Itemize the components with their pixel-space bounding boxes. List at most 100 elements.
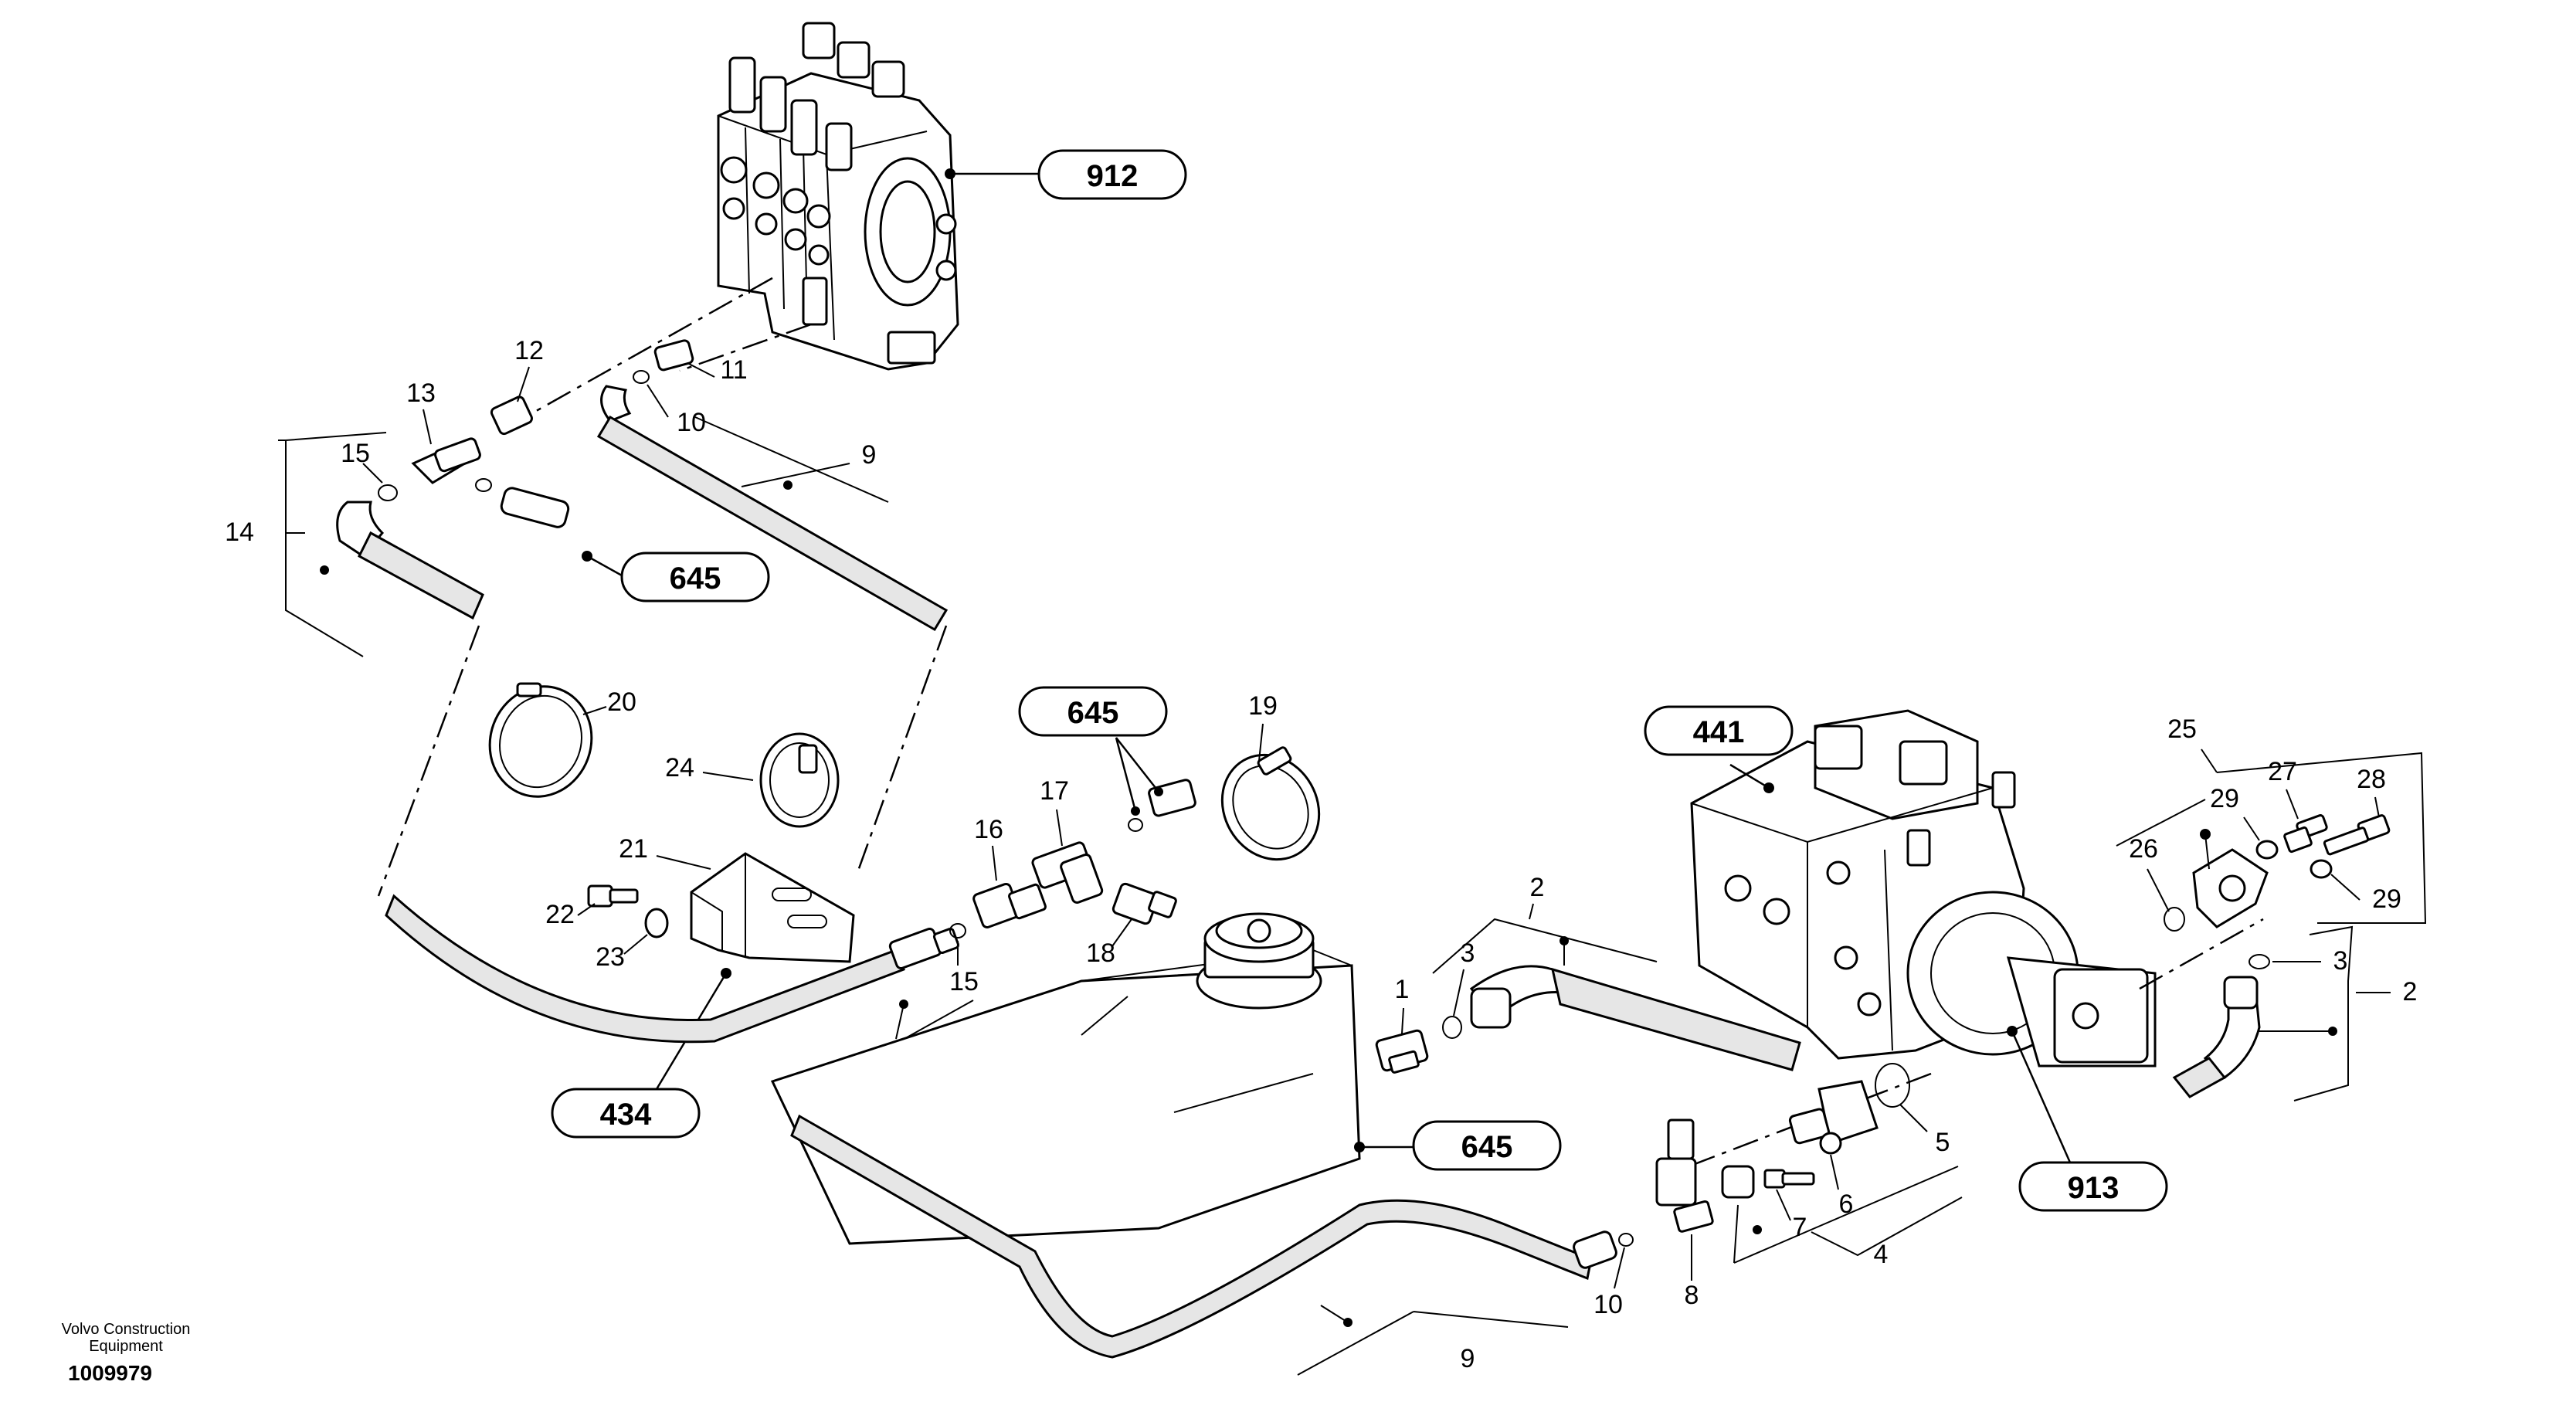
item-label-25: 25 bbox=[2167, 714, 2197, 744]
bracket-21 bbox=[690, 852, 855, 963]
ref-label-645-top: 645 bbox=[670, 562, 721, 596]
fitting-1 bbox=[1375, 1029, 1429, 1074]
leader-dot bbox=[1131, 806, 1140, 816]
leader-dot bbox=[2328, 1027, 2337, 1036]
ref-label-645-bottom: 645 bbox=[1461, 1130, 1513, 1164]
hose-9-top bbox=[596, 339, 949, 632]
item-label-10: 10 bbox=[677, 408, 706, 437]
brand-caption: Volvo Construction Equipment bbox=[29, 1321, 222, 1355]
leader bbox=[623, 934, 648, 955]
leader-dot bbox=[1763, 782, 1774, 793]
bracket-25 bbox=[2116, 752, 2427, 924]
leader bbox=[2147, 868, 2170, 912]
item-label-1: 1 bbox=[1395, 975, 1410, 1004]
clamp-24 bbox=[759, 732, 840, 828]
bolt-28 bbox=[2323, 814, 2391, 856]
bracket-4 bbox=[1733, 1166, 1963, 1264]
hose-14-lower bbox=[385, 894, 905, 1044]
ref-oval-441 bbox=[1644, 705, 1794, 756]
item-label-24: 24 bbox=[665, 753, 694, 782]
ref-label-441: 441 bbox=[1693, 715, 1745, 749]
leader bbox=[647, 384, 669, 418]
item-label-10b: 10 bbox=[1593, 1290, 1623, 1319]
item-label-8: 8 bbox=[1685, 1281, 1699, 1310]
hose-2-right bbox=[2172, 976, 2261, 1098]
bolt-27 bbox=[2283, 814, 2328, 854]
item-label-26: 26 bbox=[2129, 834, 2158, 864]
leader-dot bbox=[2007, 1026, 2018, 1037]
ref-oval-645-top bbox=[620, 552, 770, 602]
leader bbox=[2330, 874, 2360, 901]
clamp-20 bbox=[488, 682, 593, 798]
leader bbox=[423, 409, 432, 445]
bracket-9-top bbox=[694, 416, 889, 503]
leader bbox=[992, 845, 997, 881]
washer-29a bbox=[2255, 840, 2279, 860]
item-label-19: 19 bbox=[1248, 691, 1278, 721]
bracket-14-left bbox=[278, 432, 387, 657]
hose-9-bottom bbox=[790, 1114, 1593, 1359]
leader bbox=[702, 772, 754, 781]
hose-2-mid bbox=[1469, 965, 1801, 1071]
item-label-7: 7 bbox=[1793, 1213, 1807, 1242]
hose-9-bottom-fitting bbox=[1573, 1230, 1634, 1269]
oring-5 bbox=[1875, 1063, 1910, 1108]
leader bbox=[2374, 796, 2380, 818]
item-label-3b: 3 bbox=[2333, 946, 2348, 976]
leader bbox=[2243, 816, 2260, 841]
tee-17 bbox=[1031, 841, 1104, 904]
bolt-22 bbox=[587, 884, 639, 908]
ref-oval-912 bbox=[1037, 149, 1187, 200]
item-label-28: 28 bbox=[2357, 765, 2386, 794]
leader bbox=[1112, 918, 1132, 947]
hydraulic-tank bbox=[770, 912, 1361, 1245]
brand-line-1: Volvo Construction bbox=[61, 1321, 191, 1338]
leader-dot bbox=[582, 551, 592, 562]
oring-3-right bbox=[2248, 954, 2270, 969]
fitting-645-mid bbox=[1128, 779, 1196, 832]
assembly-line bbox=[377, 625, 480, 897]
hose-14-fitting bbox=[888, 927, 960, 969]
fitting-18 bbox=[1112, 882, 1177, 925]
item-label-2b: 2 bbox=[2403, 977, 2418, 1006]
leader bbox=[1899, 1104, 1928, 1132]
ref-oval-645-mid bbox=[1018, 686, 1168, 737]
item-label-4: 4 bbox=[1874, 1240, 1889, 1269]
leader-dot bbox=[1154, 787, 1163, 796]
leader bbox=[656, 855, 711, 870]
leader bbox=[2201, 748, 2218, 773]
leader bbox=[1258, 723, 1264, 762]
item-label-27: 27 bbox=[2268, 757, 2297, 786]
leader-dot bbox=[1753, 1225, 1762, 1234]
washer-23 bbox=[644, 908, 669, 939]
item-label-15: 15 bbox=[341, 439, 370, 468]
leader bbox=[1056, 809, 1063, 847]
leader bbox=[687, 362, 715, 378]
clamp-19 bbox=[1220, 746, 1321, 861]
leader-dot bbox=[945, 168, 955, 179]
item-label-2: 2 bbox=[1530, 873, 1545, 902]
assembly-line bbox=[2139, 918, 2264, 990]
ref-label-912: 912 bbox=[1087, 159, 1139, 193]
item-label-6: 6 bbox=[1839, 1190, 1854, 1219]
assembly-line bbox=[856, 625, 948, 874]
item-label-5: 5 bbox=[1936, 1128, 1950, 1157]
item-label-11: 11 bbox=[720, 355, 747, 385]
bracket-9-bottom bbox=[1297, 1305, 1569, 1376]
flange-6 bbox=[1788, 1080, 1879, 1155]
leader-dot bbox=[783, 480, 792, 490]
leader bbox=[1453, 969, 1464, 1017]
leader-645 bbox=[586, 555, 623, 577]
leader-dot bbox=[320, 565, 329, 575]
item-label-9: 9 bbox=[862, 440, 877, 470]
leader bbox=[1830, 1154, 1839, 1190]
leader bbox=[1401, 1007, 1404, 1034]
bolt-7 bbox=[1763, 1169, 1815, 1189]
item-label-14: 14 bbox=[225, 518, 254, 547]
item-label-12: 12 bbox=[514, 336, 544, 365]
item-label-23: 23 bbox=[596, 942, 625, 972]
leader bbox=[577, 903, 596, 916]
leader bbox=[1529, 903, 1534, 920]
ref-oval-434 bbox=[551, 1088, 701, 1139]
